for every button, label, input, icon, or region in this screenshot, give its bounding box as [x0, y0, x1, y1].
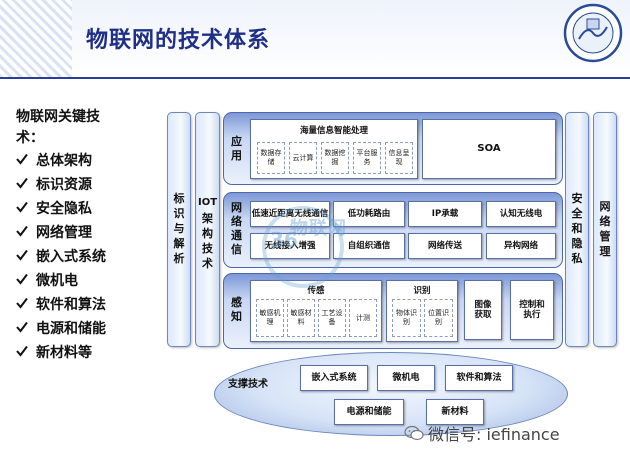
sensing-item: 敏感机理 — [256, 299, 284, 337]
key-tech-item: 微机电 — [16, 269, 166, 293]
logo-seal-icon — [563, 3, 623, 63]
key-tech-list: 物联网关键技 术： 总体架构标识资源安全隐私网络管理嵌入式系统微机电软件和算法电… — [16, 107, 166, 365]
sensing-label: 感知 — [231, 296, 242, 323]
sensing-panel: 传感 敏感机理敏感材料工艺设备计测 — [250, 280, 382, 342]
column-iot-prefix: IOT — [197, 197, 218, 208]
network-box: 认知无线电 — [486, 201, 556, 227]
column-identification-label: 标识与解析 — [173, 192, 185, 265]
wechat-footer: 微信号: iefinance — [404, 421, 560, 445]
recognition-panel: 识别 物体识别位置识别 — [386, 280, 458, 342]
column-network-management-label: 网络管理 — [599, 200, 611, 258]
mass-info-item: 平台服务 — [353, 142, 381, 174]
key-tech-item: 总体架构 — [16, 149, 166, 173]
key-tech-item-label: 微机电 — [36, 273, 78, 289]
watermark-number: 36 — [270, 228, 298, 252]
check-icon — [16, 317, 30, 341]
key-tech-item: 标识资源 — [16, 173, 166, 197]
watermark-ring — [262, 206, 344, 288]
header-band — [0, 0, 630, 78]
key-tech-item-label: 总体架构 — [36, 153, 92, 169]
sensing-layer: 感知 传感 敏感机理敏感材料工艺设备计测 识别 物体识别位置识别 图像获取 控制… — [223, 273, 563, 349]
key-tech-item: 新材料等 — [16, 341, 166, 365]
column-identification: 标识与解析 — [167, 112, 191, 347]
key-tech-item-label: 标识资源 — [36, 177, 92, 193]
network-box: 网络传送 — [408, 233, 482, 259]
page-title: 物联网的技术体系 — [86, 28, 271, 53]
sensing-panel-title: 传感 — [307, 286, 325, 296]
mass-info-item: 数据存储 — [257, 142, 285, 174]
key-tech-item-label: 电源和储能 — [36, 321, 106, 337]
watermark-text: 物联网 — [290, 218, 347, 239]
check-icon — [16, 221, 30, 245]
support-label: 支撑技术 — [228, 379, 268, 390]
application-layer: 应用 海量信息智能处理 数据存储云计算数据挖掘平台服务信息呈现 SOA — [223, 112, 563, 185]
mass-info-item: 云计算 — [289, 142, 317, 174]
header-stripes — [0, 0, 72, 78]
sensing-item: 计测 — [349, 299, 377, 337]
support-box: 嵌入式系统 — [300, 365, 368, 391]
network-box: 低功耗路由 — [333, 201, 405, 227]
key-tech-item-label: 新材料等 — [36, 345, 92, 361]
recognition-item: 位置识别 — [424, 299, 453, 337]
key-tech-item: 网络管理 — [16, 221, 166, 245]
column-iot-label: 架构技术 — [202, 212, 213, 270]
support-box: 电源和储能 — [334, 399, 404, 425]
sensing-item: 敏感材料 — [287, 299, 315, 337]
check-icon — [16, 341, 30, 365]
check-icon — [16, 269, 30, 293]
key-tech-heading: 物联网关键技 — [16, 109, 100, 125]
key-tech-item: 软件和算法 — [16, 293, 166, 317]
column-security-label: 安全和隐私 — [571, 192, 583, 265]
key-tech-heading-cont: 术： — [16, 130, 44, 146]
check-icon — [16, 149, 30, 173]
wechat-id-text: 微信号: iefinance — [428, 425, 560, 444]
key-tech-item: 安全隐私 — [16, 197, 166, 221]
sensing-item: 工艺设备 — [318, 299, 346, 337]
column-network-management: 网络管理 — [593, 112, 617, 347]
mass-info-item: 数据挖掘 — [321, 142, 349, 174]
soa-box: SOA — [422, 119, 556, 179]
recognition-item: 物体识别 — [392, 299, 421, 337]
header-divider — [0, 77, 630, 79]
support-box: 微机电 — [377, 365, 435, 391]
network-box: IP承载 — [408, 201, 482, 227]
check-icon — [16, 197, 30, 221]
support-box: 新材料 — [426, 399, 484, 425]
check-icon — [16, 293, 30, 317]
network-label: 网络通信 — [231, 201, 242, 256]
application-label: 应用 — [231, 135, 242, 162]
key-tech-item-label: 网络管理 — [36, 225, 92, 241]
column-security: 安全和隐私 — [565, 112, 589, 347]
check-icon — [16, 173, 30, 197]
check-icon — [16, 245, 30, 269]
key-tech-item: 嵌入式系统 — [16, 245, 166, 269]
mass-info-item: 信息呈现 — [385, 142, 413, 174]
mass-info-panel: 海量信息智能处理 数据存储云计算数据挖掘平台服务信息呈现 — [250, 119, 418, 179]
mass-info-title: 海量信息智能处理 — [299, 126, 368, 136]
network-box: 自组织通信 — [333, 233, 405, 259]
key-tech-item-label: 嵌入式系统 — [36, 249, 106, 265]
image-acquisition-box: 图像获取 — [464, 280, 502, 340]
key-tech-item-label: 安全隐私 — [36, 201, 92, 217]
recognition-panel-title: 识别 — [413, 286, 431, 296]
key-tech-item: 电源和储能 — [16, 317, 166, 341]
support-box: 软件和算法 — [445, 365, 513, 391]
network-box: 异构网络 — [486, 233, 556, 259]
wechat-icon — [404, 425, 424, 441]
control-execution-box: 控制和执行 — [510, 280, 554, 340]
column-iot-architecture: IOT 架构技术 — [195, 112, 220, 347]
key-tech-item-label: 软件和算法 — [36, 297, 106, 313]
